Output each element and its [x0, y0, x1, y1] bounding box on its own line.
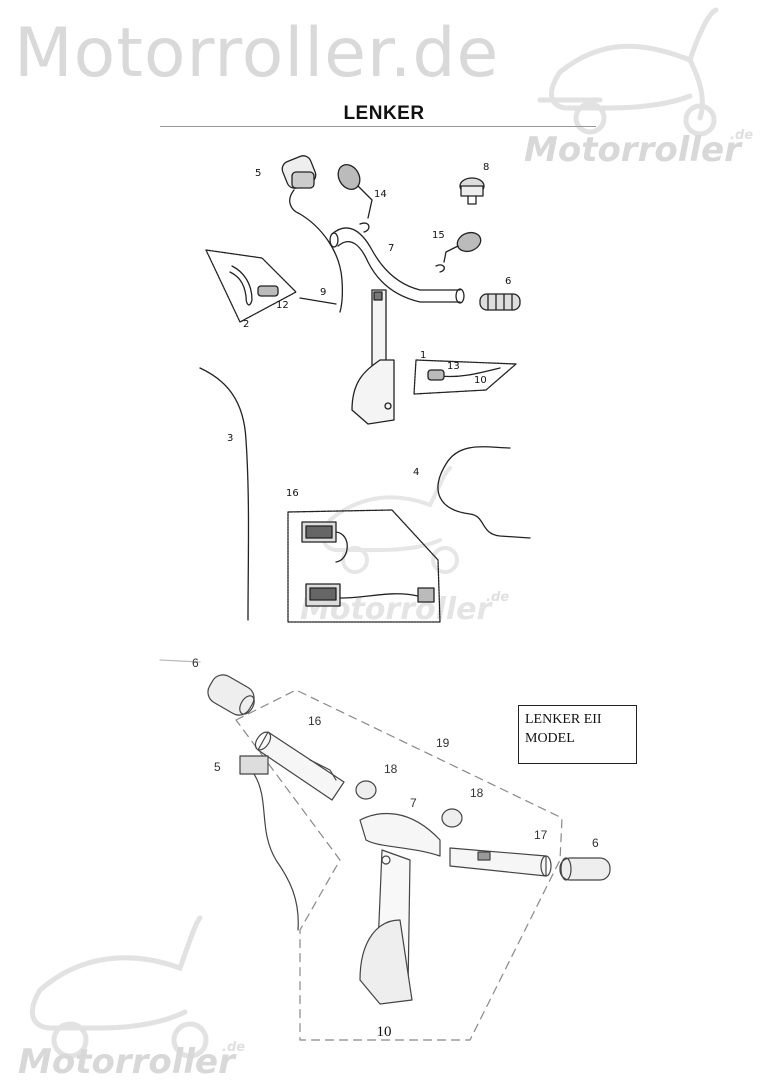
watermark-suffix-top: .de	[730, 128, 754, 143]
title-divider	[160, 126, 596, 127]
watermark-text-bottom: Motorroller	[18, 1042, 235, 1082]
grip-left-part-6	[207, 674, 255, 716]
watermark-suffix-middle: .de	[486, 590, 510, 605]
model-label-line-2: MODEL	[525, 731, 575, 746]
callout-16-bottom: 16	[308, 714, 322, 728]
bar-right-part-17	[449, 847, 552, 877]
callout-5-bottom: 5	[214, 760, 221, 774]
switch-box-part-16	[287, 509, 441, 623]
watermark-text-top: Motorroller	[524, 130, 741, 170]
mirror-part-14	[337, 164, 373, 233]
callout-3: 3	[227, 433, 234, 444]
stem-part-7	[359, 812, 441, 1005]
cable-part-3	[199, 367, 250, 621]
mirror-part-15	[435, 231, 482, 273]
cable-part-9	[299, 297, 337, 305]
brake-lever-part-2	[205, 249, 297, 323]
throttle-grip-part-5	[281, 155, 344, 313]
callout-12: 12	[276, 300, 289, 311]
cable-part-4	[437, 446, 531, 539]
bushing-part-18-left	[355, 780, 377, 800]
callout-17: 17	[534, 828, 548, 842]
callout-14: 14	[374, 189, 387, 200]
callout-4: 4	[413, 467, 420, 478]
plug-part-8	[459, 177, 485, 205]
callout-1: 1	[420, 350, 427, 361]
callout-10: 10	[474, 375, 487, 386]
model-label-box: LENKER EII MODEL	[518, 705, 637, 764]
callout-2: 2	[243, 319, 250, 330]
watermark-suffix-bottom: .de	[222, 1040, 246, 1055]
callout-5: 5	[255, 168, 262, 179]
callout-15: 15	[432, 230, 445, 241]
callout-16: 16	[286, 488, 299, 499]
callout-9: 9	[320, 287, 327, 298]
brake-lever-part-1	[413, 359, 517, 395]
callout-7: 7	[388, 243, 395, 254]
callout-6-right: 6	[592, 836, 599, 850]
grip-right-part-6	[559, 857, 611, 881]
callout-13: 13	[447, 361, 460, 372]
site-name-watermark: Motorroller.de	[14, 14, 500, 93]
bushing-part-18-right	[441, 808, 463, 828]
callout-8: 8	[483, 162, 490, 173]
handlebar-part-7	[329, 227, 465, 425]
callout-7-bottom: 7	[410, 796, 417, 810]
callout-6-left: 6	[192, 656, 199, 670]
callout-19: 19	[436, 736, 450, 750]
grip-part-6	[479, 293, 521, 311]
page-title: LENKER	[343, 103, 425, 124]
page-number: 10	[376, 1024, 392, 1040]
callout-18-left: 18	[384, 762, 398, 776]
switch-clamp-part-5	[239, 755, 299, 931]
model-label-line-1: LENKER EII	[525, 712, 602, 727]
callout-18-right: 18	[470, 786, 484, 800]
callout-6: 6	[505, 276, 512, 287]
bar-left-part-16	[254, 731, 345, 801]
